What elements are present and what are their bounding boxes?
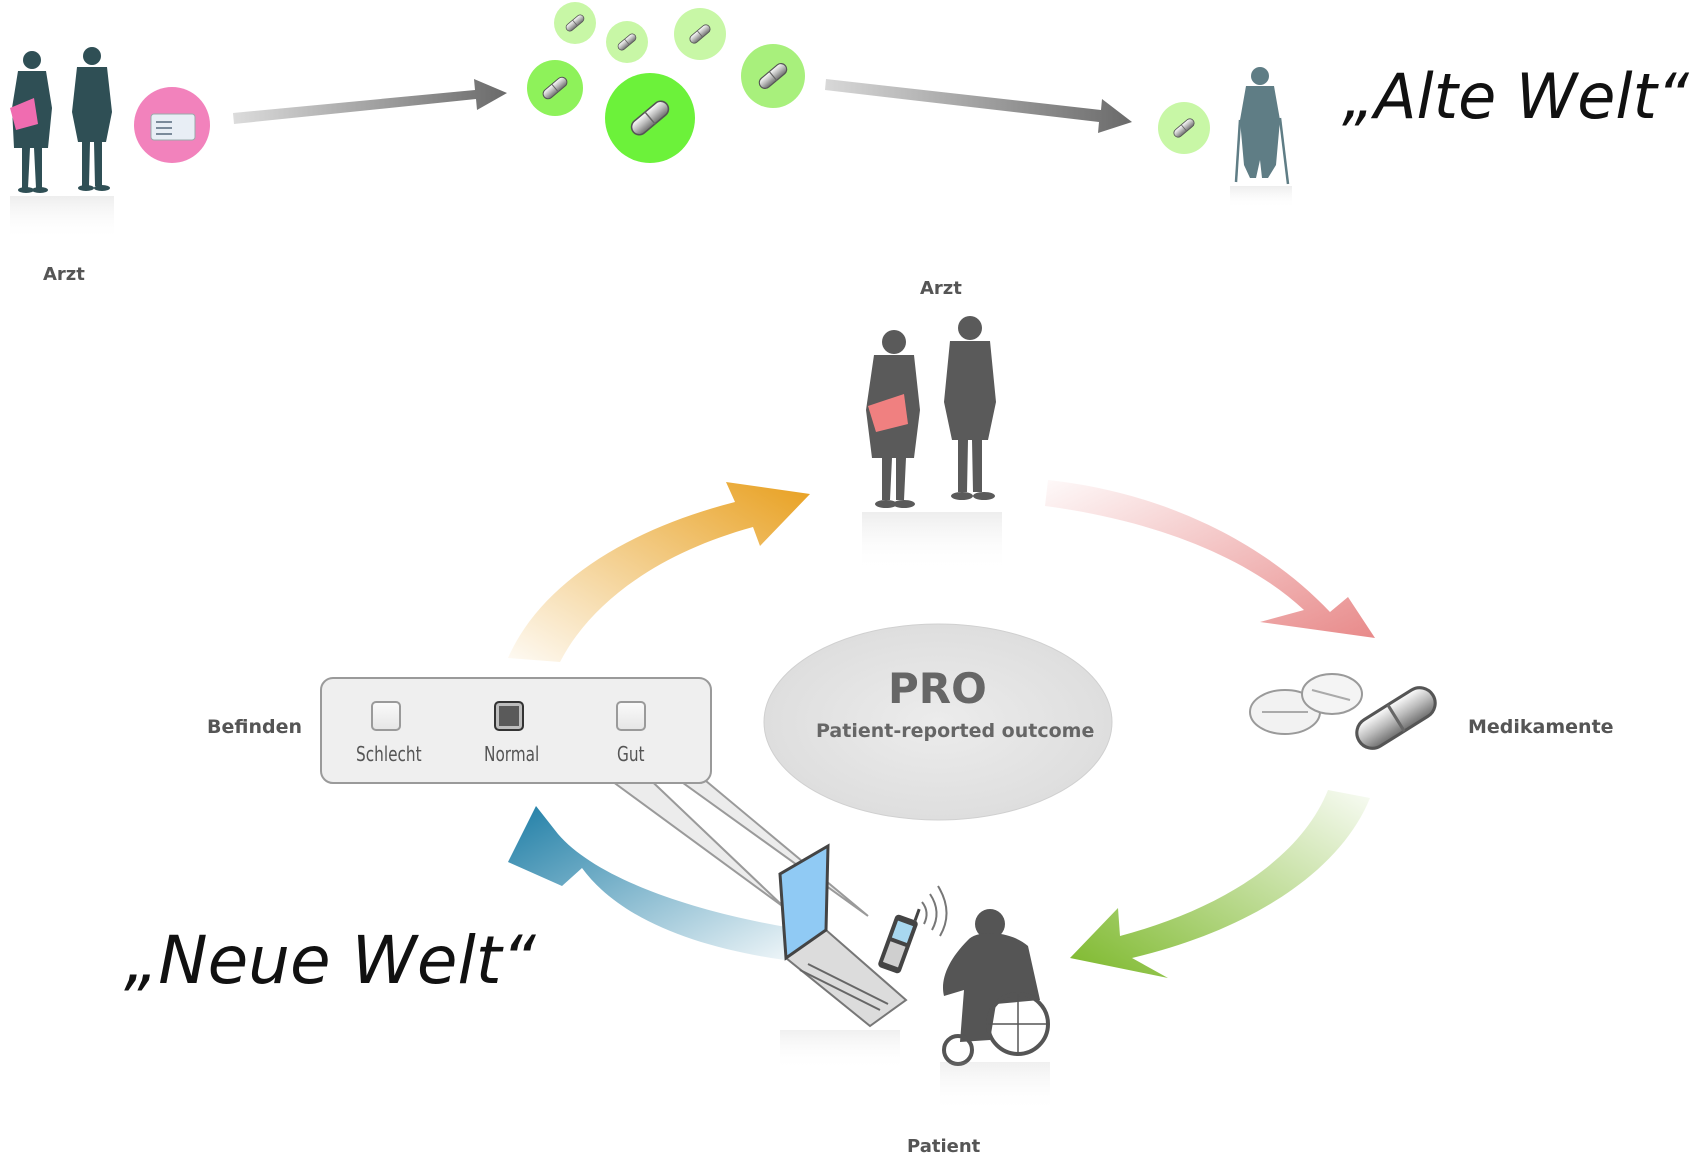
checkbox-normal[interactable]	[494, 701, 524, 731]
option-label-schlecht: Schlecht	[356, 742, 422, 766]
new-doctor-label: Arzt	[920, 278, 962, 299]
checkbox-schlecht[interactable]	[371, 701, 401, 731]
cycle-arrow-to-doctor	[508, 482, 810, 662]
old-world-title: „Alte Welt“	[1342, 60, 1690, 133]
old-arrow-to-patient	[825, 79, 1132, 133]
cycle-arrow-to-patient	[1070, 790, 1370, 978]
old-doctors-icon	[10, 47, 114, 240]
wheelchair-patient-icon	[940, 909, 1050, 1112]
medication-icon	[1249, 673, 1443, 756]
cycle-arrow-to-medication	[1045, 480, 1375, 638]
option-label-normal: Normal	[484, 742, 540, 766]
patient-label: Patient	[907, 1136, 981, 1157]
mobile-phone-icon	[878, 885, 948, 974]
elderly-patient-icon	[1230, 67, 1292, 208]
new-world-title: „Neue Welt“	[124, 922, 536, 999]
old-arrow-to-pills	[233, 79, 507, 124]
laptop-icon	[778, 843, 908, 1070]
new-doctors-icon	[862, 316, 1002, 572]
cycle-arrow-to-form	[508, 806, 800, 962]
medication-label: Medikamente	[1468, 716, 1614, 738]
checkbox-gut[interactable]	[616, 701, 646, 731]
pro-subtitle: Patient-reported outcome	[816, 720, 1095, 742]
prescription-card-icon	[134, 87, 210, 163]
pro-ellipse	[763, 623, 1113, 821]
old-doctor-label: Arzt	[43, 264, 85, 285]
pills-cluster-icon	[527, 2, 805, 163]
patient-pill-icon	[1158, 102, 1210, 154]
option-label-gut: Gut	[617, 742, 645, 766]
pro-title: PRO	[888, 664, 987, 713]
wellbeing-label: Befinden	[207, 716, 302, 738]
